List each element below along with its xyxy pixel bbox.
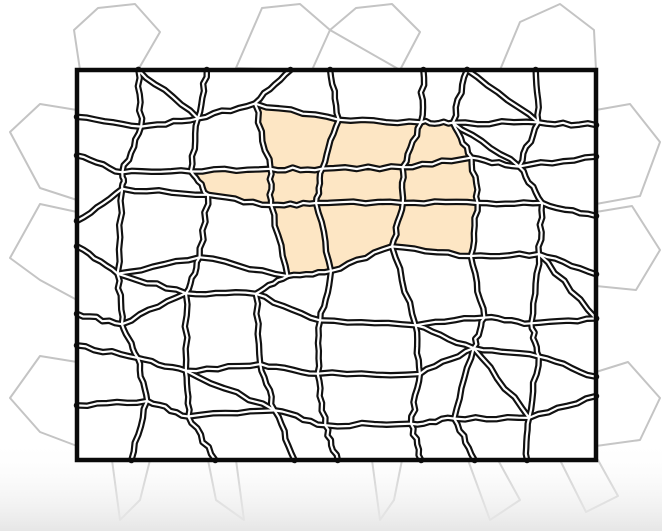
puzzle-cell[interactable] [536, 70, 596, 125]
puzzle-cell[interactable] [471, 203, 542, 256]
background-outline [596, 362, 660, 446]
background-outline [10, 104, 77, 200]
background-outline [10, 356, 77, 446]
background-outline [596, 104, 660, 204]
puzzle-board [77, 70, 596, 460]
background-outline [74, 4, 160, 70]
background-outline [500, 4, 596, 70]
background-outline [596, 206, 660, 290]
puzzle-cell[interactable] [318, 320, 420, 374]
puzzle-cell-selected[interactable] [316, 167, 403, 203]
background-outline [10, 204, 77, 300]
background-outline [236, 4, 330, 70]
puzzle-cell[interactable] [318, 374, 420, 426]
cell-border-highlight [478, 203, 542, 205]
puzzle-cell[interactable] [330, 70, 423, 122]
puzzle-cell[interactable] [186, 293, 260, 370]
background-outline [330, 4, 420, 70]
